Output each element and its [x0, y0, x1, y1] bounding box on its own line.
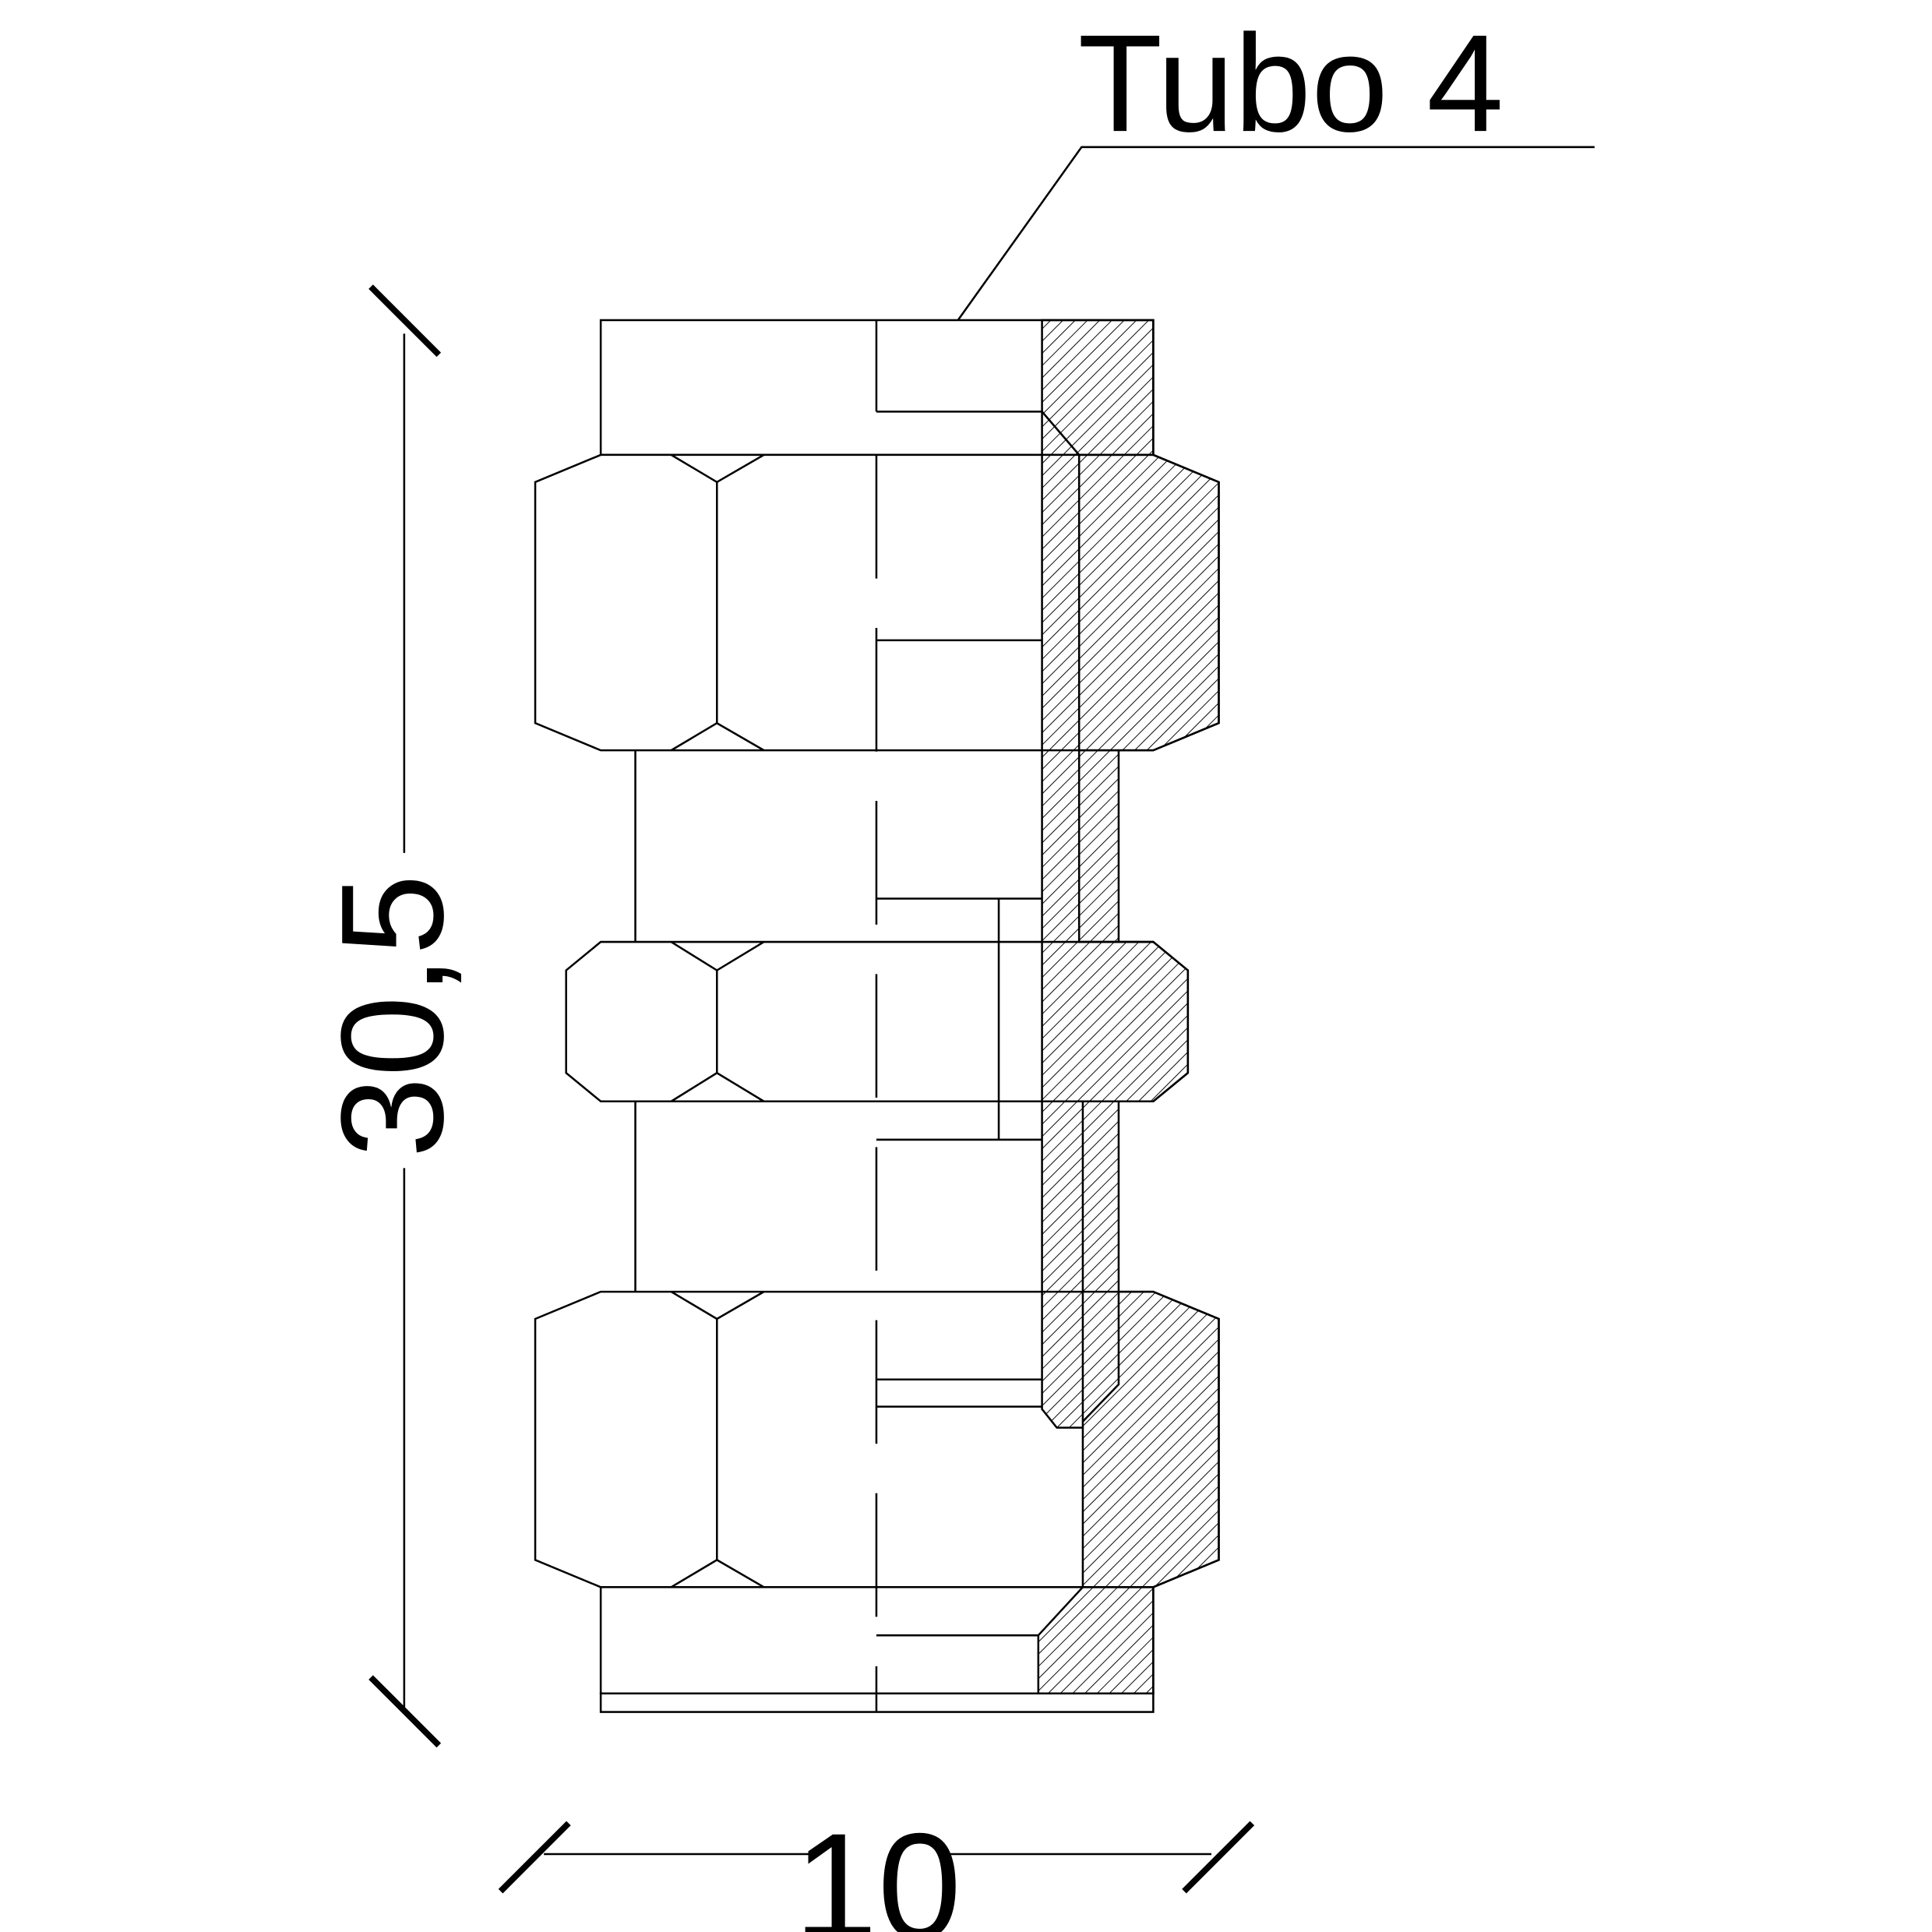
- hatched-section: [1037, 319, 1220, 1695]
- width-dimension: 10: [498, 1803, 1255, 1932]
- part-label: Tubo 4: [1078, 5, 1504, 160]
- internal-lines: [876, 411, 1042, 1637]
- width-dimension-value: 10: [794, 1803, 961, 1932]
- leader-line: [957, 146, 1595, 321]
- height-dimension-value: 30,5: [311, 874, 474, 1158]
- height-dimension: 30,5: [311, 284, 474, 1748]
